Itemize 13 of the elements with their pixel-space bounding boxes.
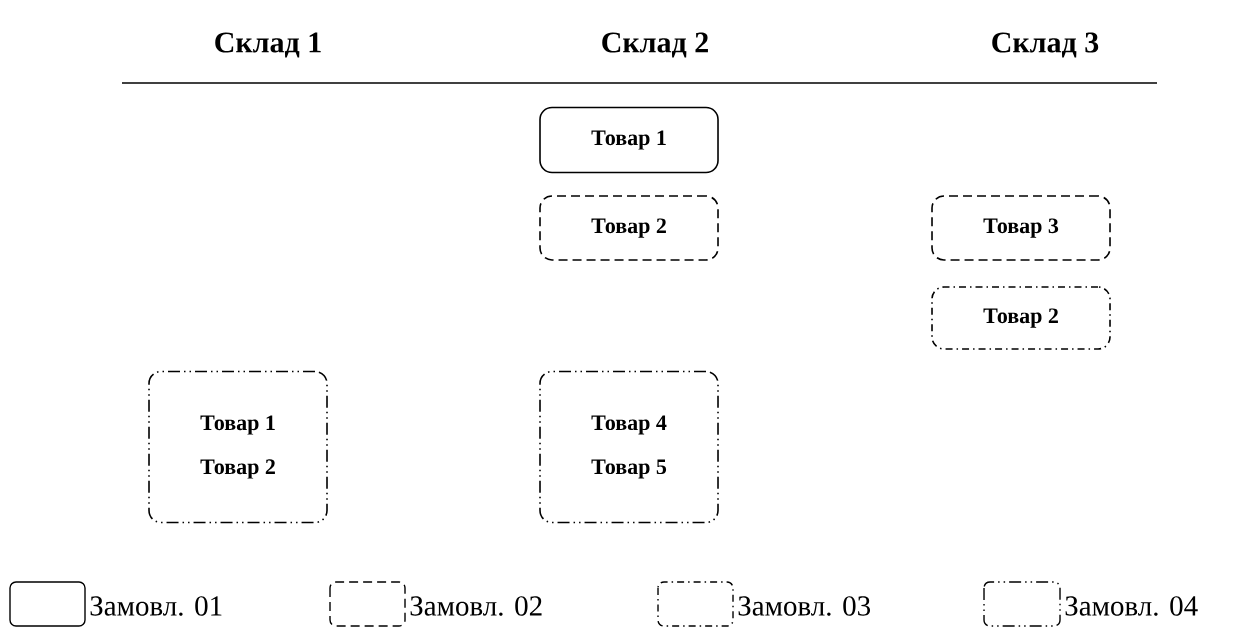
column-heading: Склад 2: [602, 32, 708, 58]
legend-item: Замовл. 02: [329, 581, 542, 627]
legend-item: Замовл. 04: [983, 581, 1198, 627]
column-heading: Склад 3: [992, 32, 1099, 58]
legend-item: Замовл. 03: [657, 581, 870, 627]
item-box: Товар 3: [931, 195, 1111, 261]
legend-item: Замовл. 01: [9, 581, 222, 627]
item-box: Товар 1: [539, 106, 719, 174]
column-heading: Склад 1: [215, 32, 321, 58]
item-box: Товар 1 Товар 2: [148, 370, 328, 524]
item-box: Товар 4 Товар 5: [539, 370, 719, 524]
item-box: Товар 2: [931, 286, 1111, 350]
item-box: Товар 2: [539, 195, 719, 261]
